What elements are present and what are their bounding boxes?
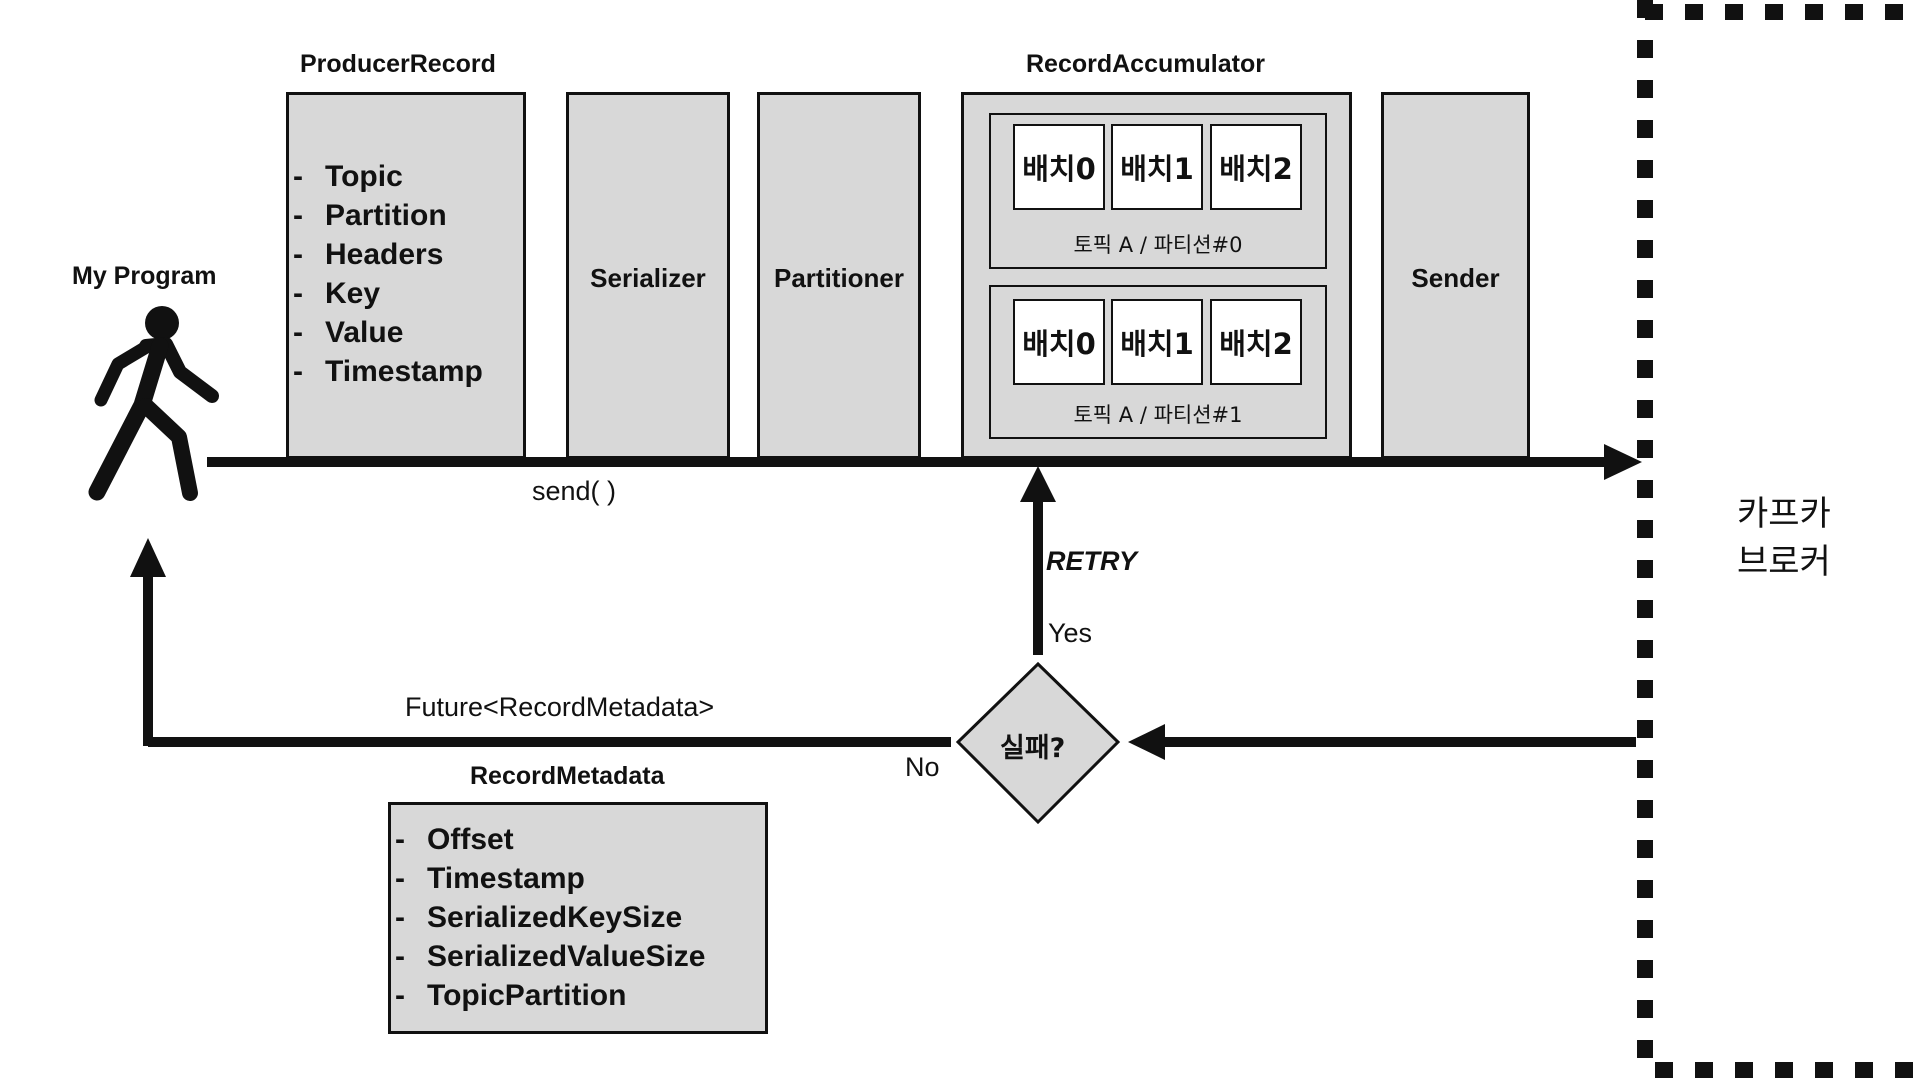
partition-0-group: 배치0 배치1 배치2 토픽 A / 파티션#0 [989, 113, 1327, 269]
producer-record-fields: -Topic -Partition -Headers -Key -Value -… [293, 157, 483, 391]
serializer-label: Serializer [590, 263, 706, 293]
broker-label-line1: 카프카 [1737, 494, 1831, 534]
retry-label: RETRY [1046, 546, 1138, 576]
broker-border [1637, 0, 1920, 1078]
partition-1-group: 배치0 배치1 배치2 토픽 A / 파티션#1 [989, 285, 1327, 439]
list-item: -Headers [293, 238, 444, 271]
serializer-box: Serializer [566, 92, 730, 459]
partition-1-label: 토픽 A / 파티션#1 [1073, 403, 1243, 427]
record-metadata-box: -Offset -Timestamp -SerializedKeySize -S… [388, 802, 768, 1034]
partition-0-label: 토픽 A / 파티션#0 [1073, 233, 1243, 257]
list-item: -TopicPartition [395, 979, 627, 1012]
broker-label: 카프카 브로커 [1737, 490, 1831, 586]
record-accumulator-box: 배치0 배치1 배치2 토픽 A / 파티션#0 배치0 배치1 배치2 토픽 … [961, 92, 1352, 459]
send-call-label: send( ) [532, 476, 617, 506]
batch-0: 배치0 [1013, 124, 1105, 210]
batch-1: 배치1 [1111, 299, 1203, 385]
list-item: -Topic [293, 160, 403, 193]
no-label: No [905, 752, 940, 782]
partitioner-label: Partitioner [773, 263, 905, 293]
list-item: -Value [293, 316, 404, 349]
broker-label-line2: 브로커 [1737, 542, 1831, 582]
list-item: -Key [293, 277, 381, 310]
decision-diamond [955, 661, 1121, 825]
sender-label: Sender [1411, 263, 1500, 293]
my-program-label: My Program [72, 262, 217, 290]
person-icon [88, 306, 219, 501]
yes-label: Yes [1048, 618, 1093, 648]
list-item: -Offset [395, 823, 514, 856]
batch-1: 배치1 [1111, 124, 1203, 210]
retry-arrowhead [1020, 466, 1056, 502]
future-label: Future<RecordMetadata> [405, 692, 715, 722]
send-flow-arrowhead [1604, 444, 1642, 480]
record-accumulator-title: RecordAccumulator [1026, 50, 1265, 78]
list-item: -SerializedValueSize [395, 940, 706, 973]
producer-record-title: ProducerRecord [300, 50, 496, 78]
sender-box: Sender [1381, 92, 1530, 459]
decision-label: 실패? [1000, 733, 1066, 764]
list-item: -Timestamp [395, 862, 585, 895]
list-item: -Partition [293, 199, 447, 232]
batch-2: 배치2 [1210, 124, 1302, 210]
batch-0: 배치0 [1013, 299, 1105, 385]
response-arrowhead [1128, 724, 1165, 760]
record-metadata-fields: -Offset -Timestamp -SerializedKeySize -S… [395, 820, 705, 1015]
partitioner-box: Partitioner [757, 92, 921, 459]
batch-2: 배치2 [1210, 299, 1302, 385]
record-metadata-title: RecordMetadata [470, 762, 665, 790]
list-item: -SerializedKeySize [395, 901, 683, 934]
list-item: -Timestamp [293, 355, 483, 388]
producer-record-box: -Topic -Partition -Headers -Key -Value -… [286, 92, 526, 459]
future-return-arrowhead [130, 538, 166, 577]
